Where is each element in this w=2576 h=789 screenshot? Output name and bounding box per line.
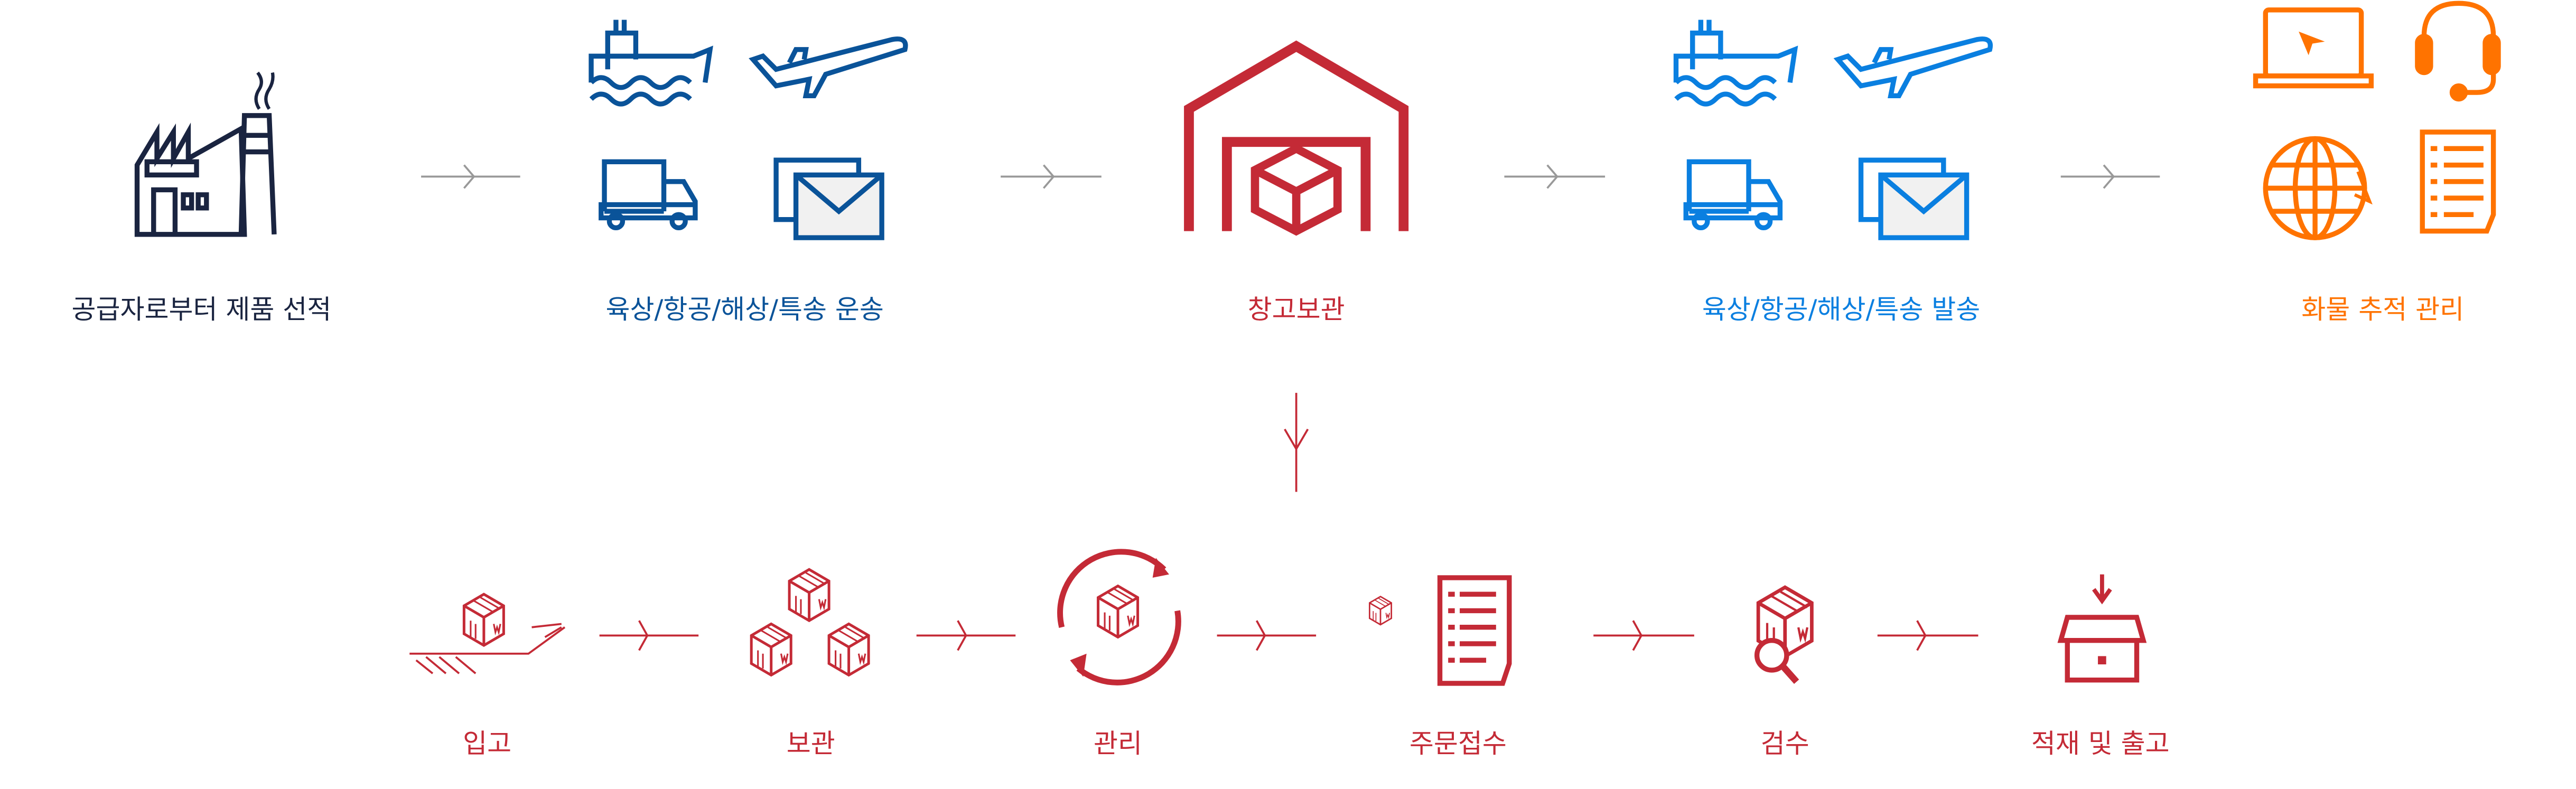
step-label-warehouse-storage: 창고보관	[1248, 294, 1345, 325]
arrow-right-icon	[916, 620, 1016, 651]
box-conveyor-icon	[409, 594, 566, 674]
arrow-down-icon	[1284, 392, 1309, 492]
document-icon	[2420, 129, 2496, 234]
transport-group-inbound	[589, 20, 908, 240]
step-label-inspection: 검수	[1761, 728, 1809, 759]
transport-group-outbound	[1673, 20, 1993, 240]
mail-icon	[1858, 157, 1970, 240]
headset-icon	[2415, 1, 2501, 102]
box-cycle-icon	[1057, 549, 1181, 685]
step-label-cargo-tracking: 화물 추적 관리	[2301, 294, 2464, 325]
step-label-outbound-dispatch: 육상/항공/해상/특송 발송	[1702, 294, 1980, 325]
arrow-right-icon	[1217, 620, 1317, 651]
truck-icon	[599, 159, 698, 231]
airplane-icon	[1833, 36, 1993, 98]
mail-icon	[773, 157, 884, 240]
step-label-receiving: 입고	[463, 728, 511, 759]
box-inspect-icon	[1754, 587, 1812, 684]
step-label-loading-shipping: 적재 및 출고	[2031, 728, 2170, 759]
order-document-icon	[1369, 575, 1512, 686]
airplane-icon	[749, 36, 908, 98]
step-label-management: 관리	[1094, 728, 1142, 759]
warehouse-icon	[1184, 40, 1409, 236]
step-label-inbound-transport: 육상/항공/해상/특송 운송	[605, 294, 883, 325]
arrow-right-icon	[599, 620, 699, 651]
tracking-group	[2253, 1, 2501, 240]
open-box-icon	[2057, 574, 2147, 683]
globe-icon	[2263, 136, 2373, 240]
stacked-boxes-icon	[751, 569, 869, 675]
arrow-right-icon	[1877, 620, 1978, 651]
ship-icon	[589, 20, 713, 107]
step-label-storage: 보관	[787, 728, 835, 759]
ship-icon	[1673, 20, 1798, 107]
arrow-right-icon	[421, 164, 520, 189]
arrow-right-icon	[1504, 164, 1606, 189]
truck-icon	[1683, 159, 1783, 231]
arrow-right-icon	[2060, 164, 2160, 189]
step-label-order-receipt: 주문접수	[1410, 728, 1507, 759]
step-label-supplier-shipment: 공급자로부터 제품 선적	[72, 294, 332, 325]
arrow-right-icon	[1593, 620, 1694, 651]
arrow-right-icon	[1001, 164, 1102, 189]
factory-icon	[134, 71, 277, 237]
laptop-icon	[2253, 7, 2374, 89]
